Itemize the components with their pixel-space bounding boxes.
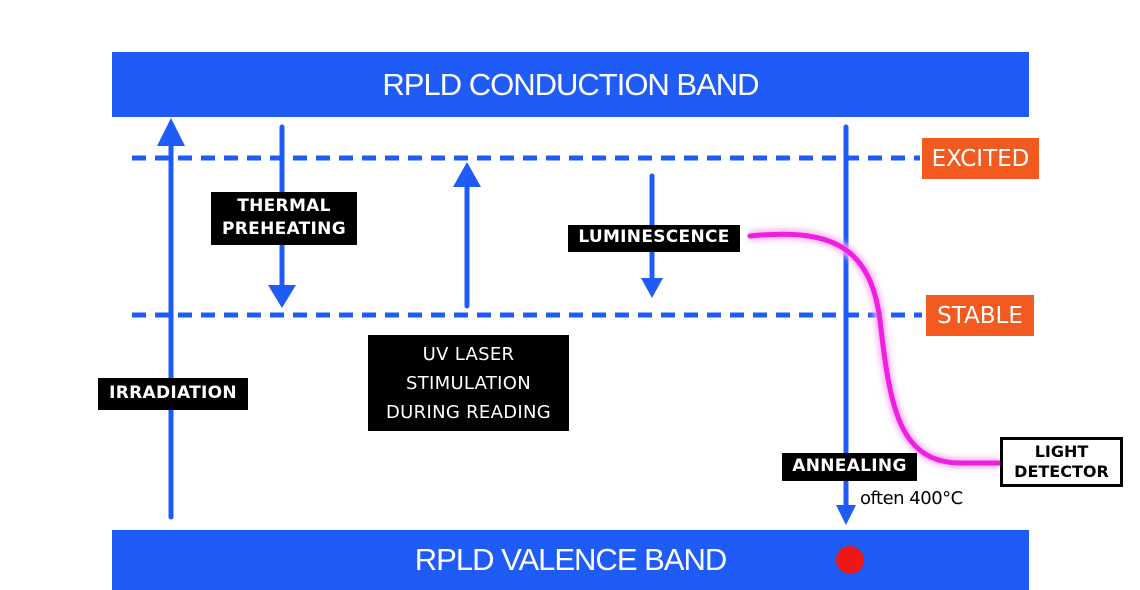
valence-band-label: RPLD VALENCE BAND [414,542,727,577]
thermal-preheating-label: THERMAL PREHEATING [211,192,357,245]
light-detector: LIGHT DETECTOR [1000,437,1123,487]
annealing-temperature-note: often 400°C [860,488,963,509]
annealing-arrow [836,124,856,525]
irradiation-label: IRRADIATION [98,378,248,410]
annealing-label: ANNEALING [782,453,917,481]
uv-laser-line-3: DURING READING [386,402,551,423]
uv-laser-arrow [453,162,481,309]
thermal-preheating-line-2: PREHEATING [222,219,346,239]
excited-state-tag: EXCITED [922,138,1039,179]
conduction-band: RPLD CONDUCTION BAND [112,52,1029,117]
stable-state-label: STABLE [937,302,1023,329]
light-detector-line-1: LIGHT [1034,442,1089,461]
light-detector-line-2: DETECTOR [1014,462,1109,481]
thermal-preheating-line-1: THERMAL [237,196,331,216]
irradiation-arrow [157,118,185,520]
stable-state-tag: STABLE [926,295,1034,336]
uv-laser-line-1: UV LASER [422,344,515,365]
conduction-band-label: RPLD CONDUCTION BAND [382,66,759,102]
valence-band: RPLD VALENCE BAND [112,530,1029,590]
annealing-text: ANNEALING [792,456,907,476]
luminescence-label: LUMINESCENCE [568,225,740,252]
luminescence-text: LUMINESCENCE [578,227,730,247]
electron-dot [836,546,864,574]
uv-laser-line-2: STIMULATION [405,373,532,394]
uv-laser-label: UV LASER STIMULATION DURING READING [368,335,569,431]
luminescence-light-path [747,229,1003,468]
excited-state-label: EXCITED [931,145,1030,172]
irradiation-text: IRRADIATION [109,383,237,403]
